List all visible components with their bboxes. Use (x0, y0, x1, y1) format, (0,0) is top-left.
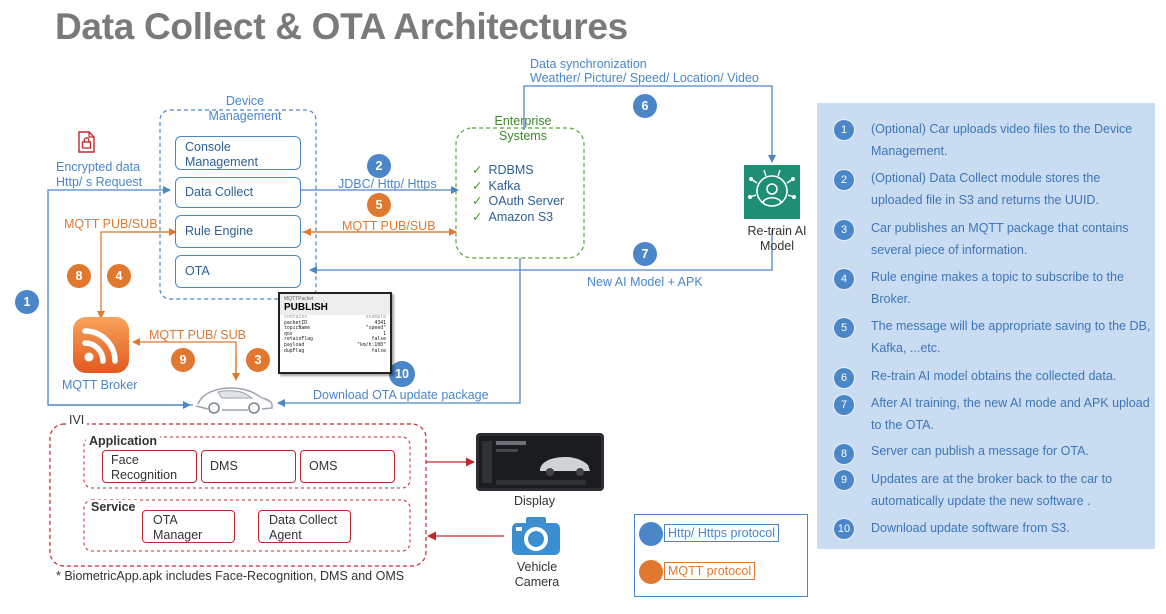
ota-module[interactable]: OTA (175, 255, 301, 288)
step-badge-3: 3 (246, 348, 270, 372)
check-icon: ✓ (472, 163, 483, 177)
note-text: Download update software from S3. (871, 521, 1070, 535)
note-text: Server can publish a message for OTA. (871, 444, 1089, 458)
service-container (83, 499, 411, 552)
enterprise-systems-list: ✓RDBMS ✓Kafka ✓OAuth Server ✓Amazon S3 (472, 163, 564, 225)
http-legend-label: Http/ Https protocol (664, 524, 779, 542)
step-badge-10: 10 (389, 361, 415, 387)
packet-name: PUBLISH (280, 302, 390, 315)
camera-icon (510, 515, 562, 562)
mqtt-legend-label: MQTT protocol (664, 562, 756, 580)
step-badge-5: 5 (367, 193, 391, 217)
new-model-label: New AI Model + APK (587, 275, 703, 289)
enterprise-item-rdbms: ✓RDBMS (472, 163, 534, 177)
jdbc-label: JDBC/ Http/ Https (338, 177, 437, 191)
step-badge-2: 2 (367, 154, 391, 178)
enterprise-item-oauth: ✓OAuth Server (472, 194, 565, 208)
note-text: Car publishes an MQTT package that conta… (871, 221, 1129, 257)
step-badge-7: 7 (633, 242, 657, 266)
note-text: Updates are at the broker back to the ca… (871, 472, 1113, 508)
ivi-container (49, 423, 427, 567)
data-sync-line (523, 85, 776, 163)
display-label: Display (514, 494, 555, 508)
protocol-legend: Http/ Https protocol MQTT protocol (634, 514, 808, 597)
car-icon (192, 380, 276, 421)
dms-module[interactable]: DMS (201, 450, 296, 483)
note-badge: 4 (834, 269, 854, 289)
ota-manager-module[interactable]: OTA Manager (142, 510, 235, 543)
enterprise-systems-heading: Enterprise Systems (494, 114, 552, 143)
note-badge: 10 (834, 519, 854, 539)
steps-notes-panel: 1 (Optional) Car uploads video files to … (817, 103, 1155, 549)
data-sync-items: Weather/ Picture/ Speed/ Location/ Video (530, 71, 759, 85)
note-badge: 3 (834, 220, 854, 240)
step-badge-1: 1 (15, 290, 39, 314)
encrypted-request-label: Encrypted data Http/ s Request (56, 160, 143, 189)
note-badge: 6 (834, 368, 854, 388)
step-badge-8: 8 (67, 264, 91, 288)
display-screen-icon (476, 433, 604, 496)
ivi-footnote: * BiometricApp.apk includes Face-Recogni… (56, 569, 405, 583)
check-icon: ✓ (472, 178, 483, 193)
note-text: Re-train AI model obtains the collected … (871, 369, 1117, 383)
note-text: (Optional) Data Collect module stores th… (871, 171, 1101, 207)
note-text: Rule engine makes a topic to subscribe t… (871, 270, 1124, 306)
packet-caption: MQTTPacket (280, 294, 390, 302)
note-badge: 1 (834, 120, 854, 140)
mqtt-broker-label: MQTT Broker (62, 378, 138, 392)
application-label: Application (86, 434, 161, 449)
note-badge: 9 (834, 470, 854, 490)
note-text: After AI training, the new AI mode and A… (871, 396, 1150, 432)
application-container (83, 436, 411, 489)
oms-module[interactable]: OMS (300, 450, 395, 483)
enterprise-item-kafka: ✓Kafka (472, 178, 521, 193)
check-icon: ✓ (472, 209, 483, 224)
download-ota-line (277, 258, 521, 407)
ivi-label: IVI (66, 413, 88, 428)
data-collect-agent-module[interactable]: Data Collect Agent (258, 510, 351, 543)
step-badge-4: 4 (107, 264, 131, 288)
mqtt-legend-swatch (639, 560, 663, 584)
note-badge: 2 (834, 170, 854, 190)
face-recognition-module[interactable]: Face Recognition (102, 450, 197, 483)
step-badge-9: 9 (171, 348, 195, 372)
note-badge: 8 (834, 444, 854, 464)
mqtt-right-label: MQTT PUB/SUB (342, 219, 436, 233)
note-badge: 7 (834, 395, 854, 415)
ai-brain-icon (744, 165, 800, 224)
http-legend-swatch (639, 522, 663, 546)
lock-file-icon (76, 131, 96, 158)
mqtt-broker-car-label: MQTT PUB/ SUB (149, 328, 247, 342)
new-model-line (309, 230, 773, 274)
enterprise-item-s3: ✓Amazon S3 (472, 209, 554, 224)
retrain-ai-label: Re-train AI Model (747, 224, 807, 253)
data-sync-title: Data synchronization (530, 57, 647, 71)
download-ota-label: Download OTA update package (313, 388, 489, 402)
page-title: Data Collect & OTA Architectures (55, 6, 628, 47)
rss-broker-icon (72, 316, 130, 379)
vehicle-camera-label: Vehicle Camera (514, 560, 560, 589)
step-badge-6: 6 (633, 94, 657, 118)
note-text: (Optional) Car uploads video files to th… (871, 122, 1133, 158)
mqtt-left-label: MQTT PUB/SUB (64, 217, 158, 231)
note-badge: 5 (834, 318, 854, 338)
service-label: Service (88, 500, 139, 515)
note-text: The message will be appropriate saving t… (871, 319, 1151, 355)
data-collect-module[interactable]: Data Collect (175, 177, 301, 208)
device-management-heading: Device Management (208, 94, 282, 123)
check-icon: ✓ (472, 194, 483, 208)
console-management-module[interactable]: Console Management (175, 136, 301, 170)
rule-engine-module[interactable]: Rule Engine (175, 215, 301, 248)
